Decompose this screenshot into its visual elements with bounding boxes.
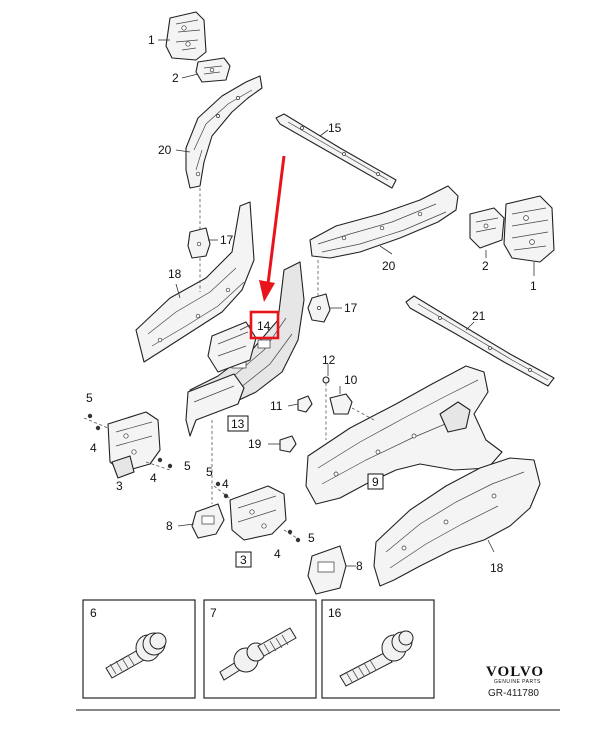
highlighted-callout-14[interactable]: 14 (239, 310, 280, 340)
callout-10[interactable]: 10 (344, 373, 358, 387)
svg-text:6: 6 (90, 606, 97, 620)
part-12-fastener[interactable] (322, 376, 330, 384)
boxed-callout-9[interactable]: 9 (367, 473, 384, 490)
volvo-logo: VOLVO GENUINE PARTS (486, 664, 544, 685)
svg-text:3: 3 (240, 553, 247, 567)
callout-1-right[interactable]: 1 (530, 279, 537, 293)
callout-18-right[interactable]: 18 (490, 561, 504, 575)
callout-5-mid[interactable]: 5 (206, 465, 213, 479)
callout-8-left[interactable]: 8 (166, 519, 173, 533)
callout-2-right[interactable]: 2 (482, 259, 489, 273)
part-18-left-apron[interactable] (135, 201, 255, 363)
leader-lines (158, 39, 535, 567)
part-14-reinforcement[interactable] (207, 321, 257, 373)
svg-text:16: 16 (328, 606, 342, 620)
callout-3-left[interactable]: 3 (116, 479, 123, 493)
callout-1-top[interactable]: 1 (148, 33, 155, 47)
part-20-right-rail[interactable] (309, 185, 459, 259)
callout-17-left[interactable]: 17 (220, 233, 234, 247)
part-17-left-bracket[interactable] (187, 227, 211, 259)
part-19-clip[interactable] (279, 435, 297, 453)
fastener-panel-7[interactable]: 7 (203, 599, 317, 699)
callout-15[interactable]: 15 (328, 121, 342, 135)
part-1-right-bracket[interactable] (503, 195, 555, 263)
callout-11[interactable]: 11 (270, 399, 283, 413)
boxed-callout-3-mid[interactable]: 3 (235, 551, 252, 568)
part-3-mid-bracket[interactable] (229, 485, 287, 541)
part-2-right-plate[interactable] (469, 207, 505, 249)
boxed-callout-13[interactable]: 13 (227, 415, 249, 432)
part-18-right-apron[interactable] (373, 457, 541, 587)
fastener-panel-6[interactable]: 6 (82, 599, 196, 699)
callout-21[interactable]: 21 (472, 309, 486, 323)
callout-18-left[interactable]: 18 (168, 267, 182, 281)
callout-12[interactable]: 12 (322, 353, 336, 367)
callout-4-mid-top[interactable]: 4 (222, 477, 229, 491)
callout-5-mid-right[interactable]: 5 (308, 531, 315, 545)
part-10-clip[interactable] (329, 393, 353, 415)
diagram-reference: GR-411780 (488, 688, 539, 699)
stud-bolt-icon (219, 627, 297, 681)
callout-4-mid-bottom[interactable]: 4 (274, 547, 281, 561)
part-8-right-plate[interactable] (307, 545, 347, 595)
callout-19[interactable]: 19 (248, 437, 262, 451)
callout-2-top[interactable]: 2 (172, 71, 179, 85)
fastener-panel-16[interactable]: 16 (321, 599, 435, 699)
part-15-cross-member[interactable] (275, 113, 397, 189)
callout-5-left-top[interactable]: 5 (86, 391, 93, 405)
svg-text:13: 13 (231, 417, 245, 431)
part-20-left-rail[interactable] (185, 75, 263, 189)
callout-5-left-bottom[interactable]: 5 (184, 459, 191, 473)
assembly-lines (83, 188, 375, 541)
part-21-upper-brace[interactable] (405, 295, 555, 387)
callout-20-right[interactable]: 20 (382, 259, 396, 273)
callout-17-mid[interactable]: 17 (344, 301, 358, 315)
part-13-lower-rail[interactable] (185, 373, 245, 437)
part-2-upper-plate[interactable] (195, 57, 231, 83)
svg-text:GENUINE PARTS: GENUINE PARTS (494, 679, 541, 685)
callout-4-left-bottom[interactable]: 4 (150, 471, 157, 485)
part-9-main-apron[interactable] (305, 365, 503, 505)
svg-text:9: 9 (372, 475, 379, 489)
part-1-upper-bracket[interactable] (165, 11, 207, 61)
small-fasteners (87, 413, 301, 543)
flange-bolt-icon (105, 632, 167, 679)
long-flange-bolt-icon (339, 630, 414, 687)
svg-text:VOLVO: VOLVO (486, 664, 544, 680)
part-11-clip[interactable] (297, 395, 313, 413)
callout-4-left-top[interactable]: 4 (90, 441, 97, 455)
red-arrow-indicator (259, 155, 286, 302)
part-8-left-plate[interactable] (191, 503, 225, 539)
part-3-left-bracket[interactable] (107, 411, 161, 479)
svg-text:7: 7 (210, 606, 217, 620)
svg-text:14: 14 (257, 319, 271, 333)
callouts: 1 2 20 15 17 18 17 20 2 1 21 12 10 11 19… (86, 33, 537, 575)
callout-20-left[interactable]: 20 (158, 143, 172, 157)
callout-8-right[interactable]: 8 (356, 559, 363, 573)
part-17-mid-bracket[interactable] (307, 293, 331, 323)
